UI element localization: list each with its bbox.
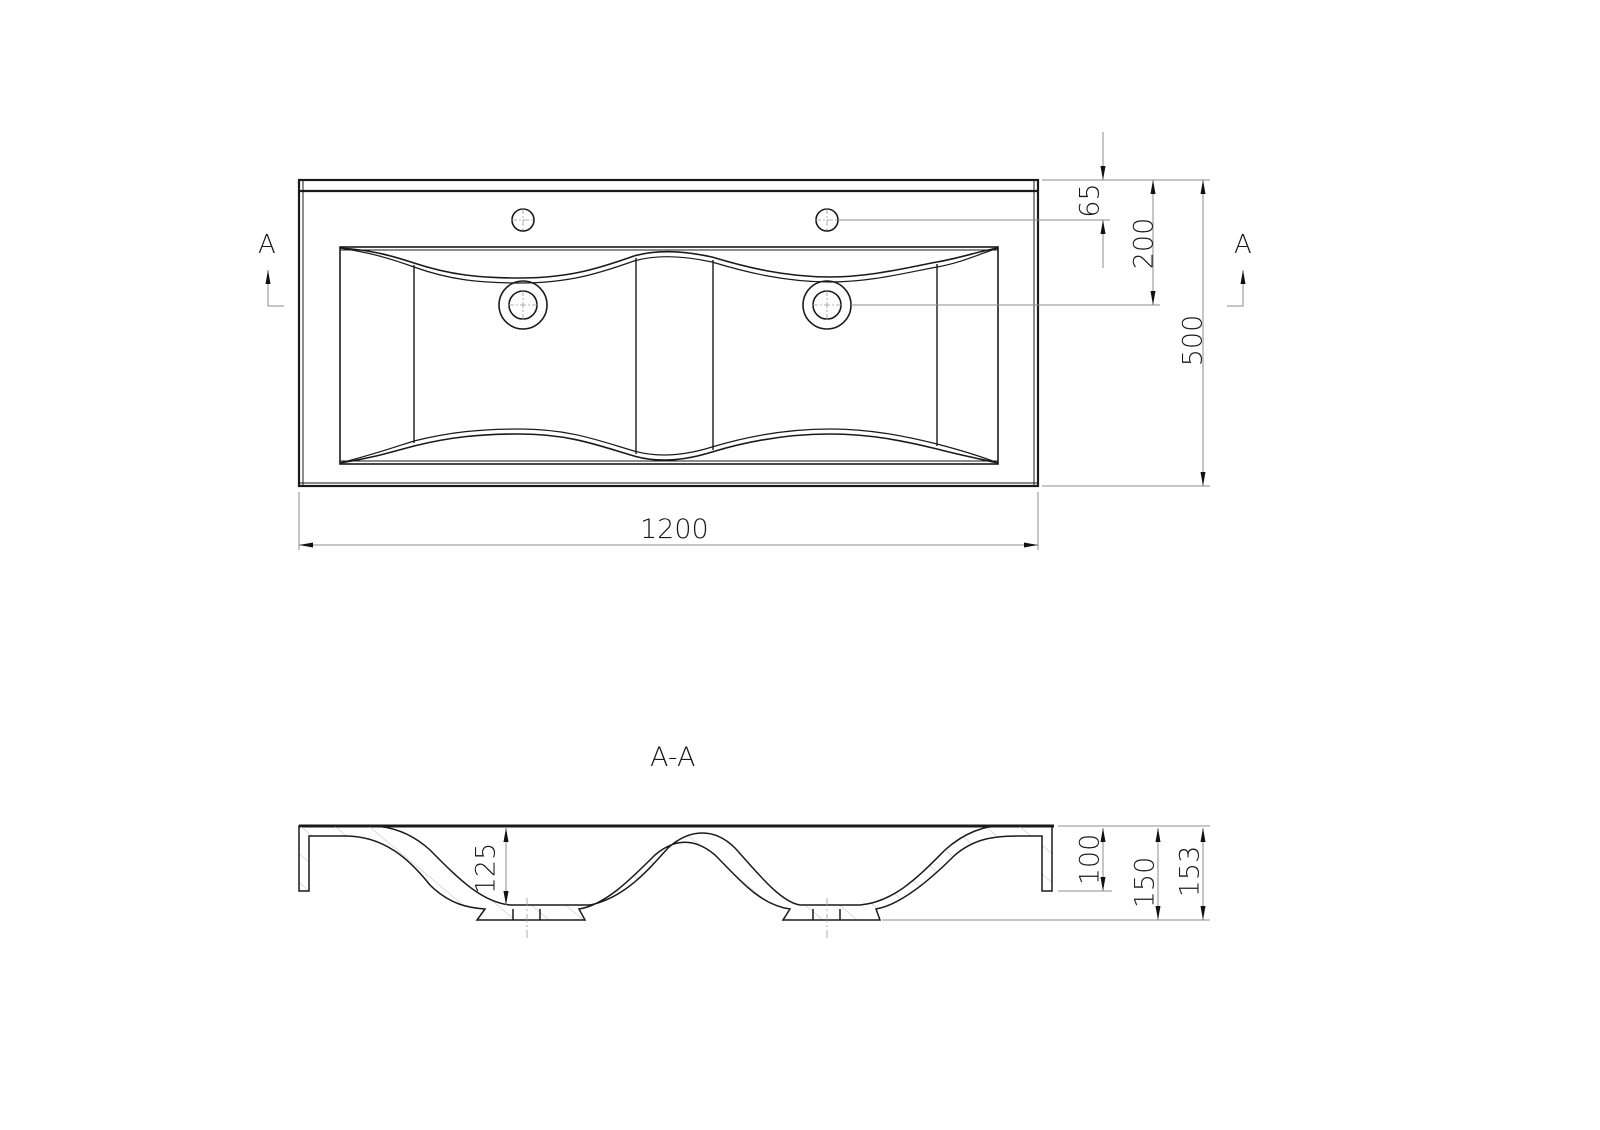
section-marker-right: A [1234, 230, 1252, 260]
dim-width-1200: 1200 [640, 514, 709, 545]
section-view [298, 824, 1054, 921]
dim-basin-depth-125: 125 [470, 842, 502, 895]
plan-view [297, 178, 1040, 488]
drain-left [498, 280, 548, 330]
rim-curve-bottom [339, 433, 999, 464]
section-title: A-A [650, 742, 696, 773]
dim-front-edge-100: 100 [1074, 833, 1106, 886]
dim-depth-500: 500 [1177, 314, 1209, 367]
dim-overall-height-153: 153 [1174, 845, 1206, 898]
section-dimensions [503, 825, 1210, 921]
section-profile [298, 825, 1053, 921]
dim-bowl-height-150: 150 [1129, 856, 1161, 909]
section-marker-left: A [258, 230, 276, 260]
rim-curve-top [339, 247, 999, 279]
dim-drain-offset-200: 200 [1128, 217, 1160, 270]
dim-tap-offset-65: 65 [1074, 183, 1106, 218]
bowl-outline [339, 246, 999, 465]
plan-dimensions [265, 132, 1246, 550]
basin-outline [297, 178, 1040, 488]
